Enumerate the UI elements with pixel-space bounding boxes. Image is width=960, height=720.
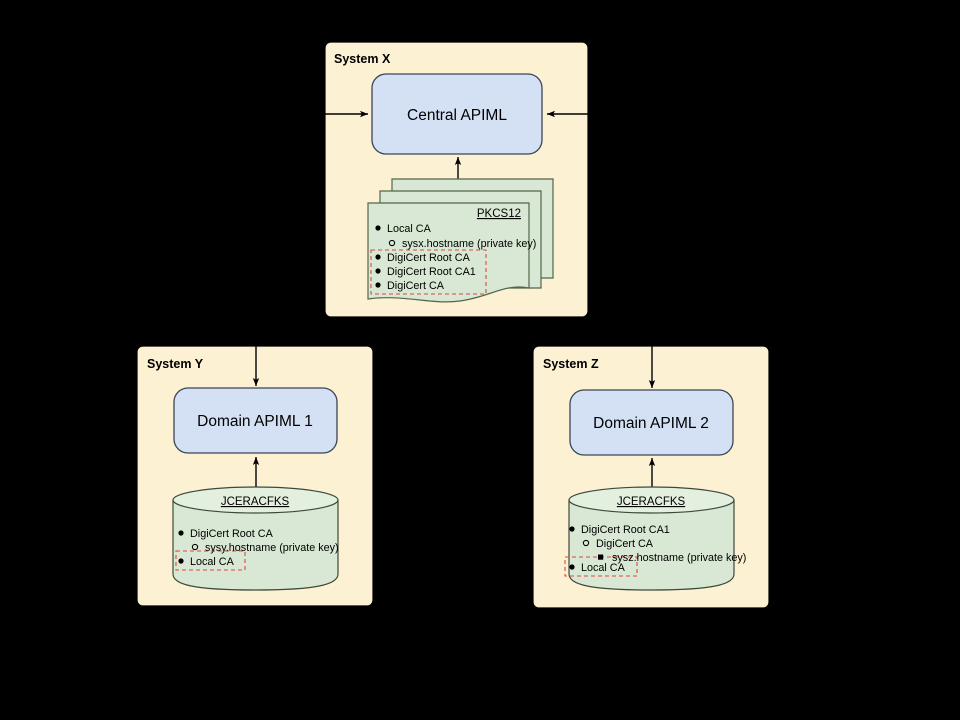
jceracfks-z-item-1: DigiCert CA	[596, 538, 654, 550]
system-y-group: System Y Domain APIML 1 JCERACFKS DigiCe…	[136, 345, 374, 607]
bullet-disc-icon	[569, 526, 575, 532]
bullet-circle-icon	[191, 543, 199, 551]
jceracfks-y-cylinder-top	[172, 486, 339, 514]
pkcs12-item-3: DigiCert Root CA1	[387, 266, 476, 278]
bullet-disc-icon	[178, 558, 184, 564]
bullet-disc-icon	[375, 268, 381, 274]
system-z-group: System Z Domain APIML 2 JCERACFKS DigiCe…	[532, 345, 770, 609]
jceracfks-z-item-2: sysz.hostname (private key)	[612, 552, 746, 564]
central-apiml-label: Central APIML	[407, 107, 507, 124]
jceracfks-z-item-3: Local CA	[581, 562, 626, 574]
jceracfks-z-item-0: DigiCert Root CA1	[581, 524, 670, 536]
bullet-circle-icon	[388, 239, 396, 247]
bullet-disc-icon	[375, 254, 381, 260]
pkcs12-doc-front	[367, 202, 530, 303]
system-x-highlight-box	[370, 249, 487, 295]
jceracfks-y-item-0: DigiCert Root CA	[190, 528, 274, 540]
system-z-title: System Z	[543, 357, 599, 371]
system-x-group: System X Central APIML PKCS12 Local CA s…	[324, 41, 589, 318]
bullet-disc-icon	[178, 530, 184, 536]
jceracfks-y-item-2: Local CA	[190, 556, 235, 568]
central-apiml-box[interactable]	[371, 73, 543, 155]
domain-apiml-1-box[interactable]	[173, 387, 338, 454]
bullet-square-icon	[598, 554, 604, 560]
pkcs12-item-2: DigiCert Root CA	[387, 252, 471, 264]
bullet-disc-icon	[375, 225, 381, 231]
jceracfks-y-item-1: sysy.hostname (private key)	[205, 542, 339, 554]
jceracfks-z-title: JCERACFKS	[617, 496, 686, 508]
jceracfks-y-title: JCERACFKS	[221, 496, 290, 508]
bullet-disc-icon	[569, 564, 575, 570]
bullet-circle-icon	[582, 539, 590, 547]
system-y-highlight-box	[175, 550, 246, 571]
jceracfks-y-cylinder-body	[172, 499, 339, 591]
bullet-disc-icon	[375, 282, 381, 288]
pkcs12-item-1: sysx.hostname (private key)	[402, 238, 536, 250]
system-y-title: System Y	[147, 357, 204, 371]
domain-apiml-2-label: Domain APIML 2	[593, 415, 709, 432]
domain-apiml-2-box[interactable]	[569, 389, 734, 456]
system-x-title: System X	[334, 52, 391, 66]
pkcs12-item-4: DigiCert CA	[387, 280, 445, 292]
domain-apiml-1-label: Domain APIML 1	[197, 413, 313, 430]
pkcs12-title: PKCS12	[477, 208, 521, 220]
jceracfks-z-cylinder-body	[568, 499, 735, 591]
jceracfks-z-cylinder-top	[568, 486, 735, 514]
pkcs12-item-0: Local CA	[387, 223, 432, 235]
